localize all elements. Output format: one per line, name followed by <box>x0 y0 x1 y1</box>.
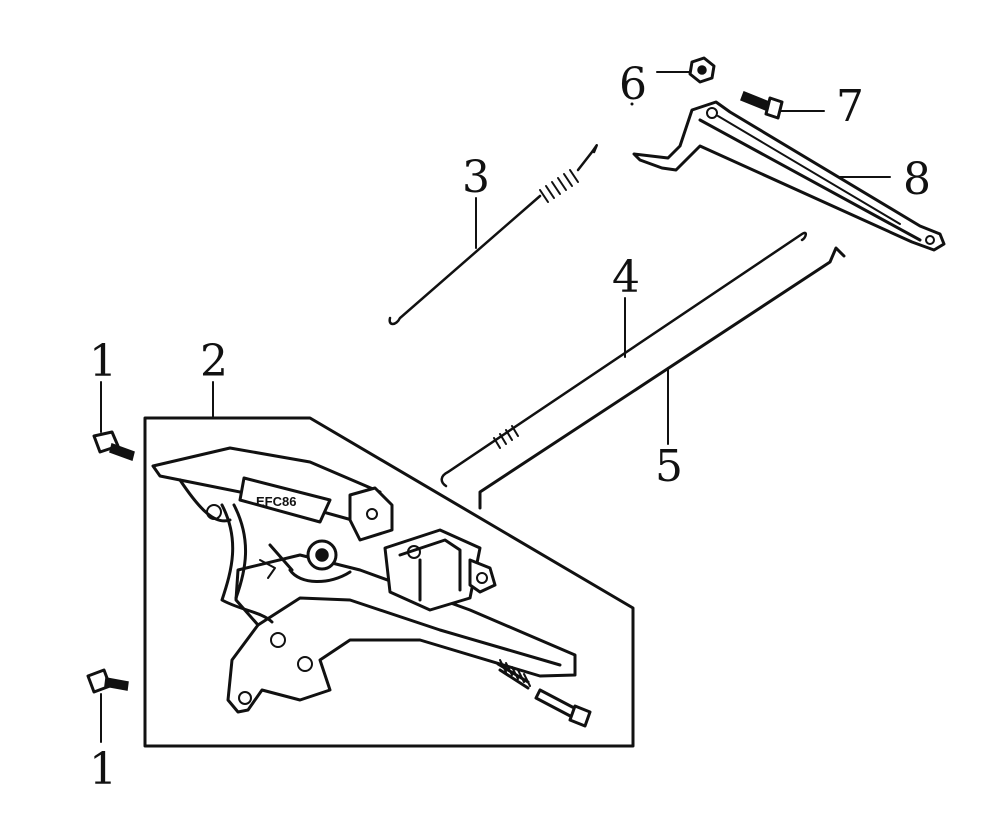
callout-5: 5 <box>655 441 683 492</box>
callout-6: 6 <box>619 59 647 110</box>
pin-7 <box>740 91 784 120</box>
callout-1-top: 1 <box>89 336 117 387</box>
bolt-1-bottom <box>86 668 129 694</box>
leader-lines <box>100 71 891 743</box>
lever-arm-8 <box>632 100 946 252</box>
rod-5 <box>478 246 846 510</box>
rod-4 <box>440 231 807 488</box>
adjust-spring <box>496 659 531 690</box>
adjust-bolt <box>534 688 592 728</box>
spring-rod-3 <box>388 144 598 326</box>
callout-8: 8 <box>903 154 931 205</box>
bolt-1-top <box>92 430 135 461</box>
callout-2: 2 <box>200 336 228 387</box>
plate-body <box>226 553 577 714</box>
nut-6 <box>688 56 716 84</box>
svg-text:EFC86: EFC86 <box>256 494 296 509</box>
callout-4: 4 <box>612 252 640 303</box>
part-2-frame <box>143 416 635 748</box>
control-plate-assembly: EFC86 <box>151 446 577 714</box>
callout-7: 7 <box>836 81 864 132</box>
callout-1-bottom: 1 <box>89 744 117 795</box>
callout-3: 3 <box>462 152 490 203</box>
